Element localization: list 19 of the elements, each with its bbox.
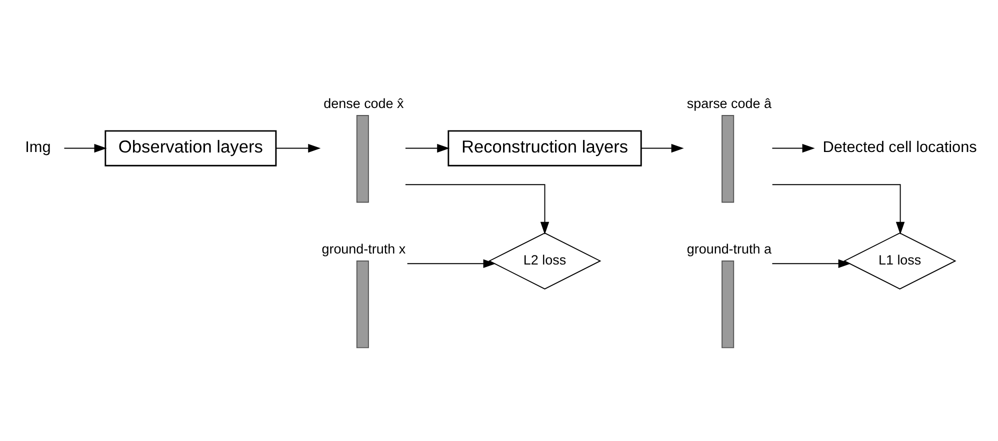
- node-box: Observation layers: [104, 130, 277, 166]
- arrow: [772, 143, 815, 152]
- arrow: [772, 258, 851, 268]
- arrow: [276, 143, 321, 152]
- node-text: Img: [25, 138, 51, 156]
- node-label: sparse code â: [686, 95, 772, 110]
- arrow: [640, 143, 684, 152]
- node-label: ground-truth x: [322, 240, 406, 256]
- node-box: Reconstruction layers: [448, 130, 642, 166]
- node-label: dense code x̂: [324, 95, 404, 110]
- node-diamond: L2 loss: [488, 232, 602, 289]
- arrow: [64, 143, 107, 152]
- arrow: [404, 184, 550, 234]
- arrow: [406, 258, 496, 268]
- node-text: Detected cell locations: [822, 138, 977, 156]
- arrow: [772, 184, 905, 234]
- arrow: [404, 143, 450, 152]
- node-diamond: L1 loss: [843, 232, 956, 289]
- node-label: ground-truth a: [686, 240, 772, 256]
